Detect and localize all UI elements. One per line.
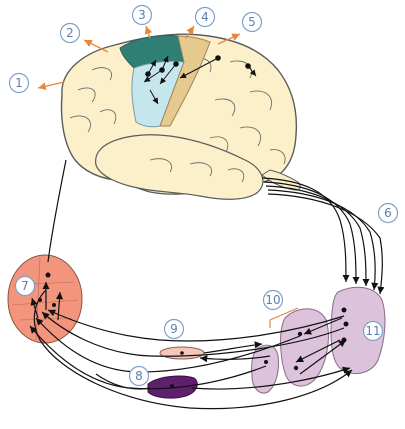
label-badge-circle: [241, 11, 263, 33]
label-badge-1: 1: [8, 72, 30, 94]
label-badge-2: 2: [59, 22, 81, 44]
label-number: 11: [365, 324, 380, 338]
label-number: 10: [265, 293, 280, 307]
nucleus-7: [7, 254, 83, 344]
label-badge-4: 4: [194, 6, 216, 28]
bundle-to-11-b: [263, 181, 360, 285]
label-number: 6: [384, 206, 392, 220]
path-11-to-7-a: [47, 309, 345, 342]
label-badge-circle: [8, 72, 30, 94]
pointer-5: [217, 33, 241, 45]
label-badge-circle: [362, 320, 384, 342]
nucleus-10a: [280, 308, 329, 387]
label-number: 2: [66, 26, 74, 40]
path-11-to-7-b: [41, 311, 345, 357]
label-number: 5: [248, 15, 256, 29]
label-10-bracket: [269, 307, 299, 328]
label-badge-3: 3: [131, 4, 153, 26]
label-badge-6: 6: [377, 202, 399, 224]
temporal-lobe: [95, 134, 264, 200]
label-badge-circle: [163, 318, 185, 340]
label-badge-circle: [128, 365, 150, 387]
pointer-4: [185, 25, 195, 39]
bundle-to-11-a: [261, 177, 350, 283]
nuclei: [7, 254, 386, 399]
path-10-to-9: [199, 355, 271, 363]
number-badges: 1 2 3 4 5 6 7 8 9 10 11: [8, 4, 399, 387]
path-11-to-10b: [295, 339, 341, 363]
label-badge-circle: [14, 275, 36, 297]
path-10-to-11: [299, 339, 347, 375]
pointer-1: [37, 81, 65, 91]
path-9-to-10: [203, 341, 263, 354]
label-number: 8: [135, 369, 143, 383]
label-pointer-arrows: [37, 25, 241, 91]
cortex-to-7: [47, 159, 67, 263]
nucleus-neurons: [38, 272, 349, 388]
bundle-to-11-c: [265, 185, 370, 287]
label-number: 3: [138, 8, 146, 22]
label-badge-11: 11: [362, 320, 384, 342]
path-8-to-11: [191, 366, 351, 390]
bundle-to-11-d: [267, 189, 379, 291]
label-badge-8: 8: [128, 365, 150, 387]
brain: [60, 33, 301, 200]
label-badge-circle: [194, 6, 216, 28]
label-badge-circle: [262, 289, 284, 311]
inner-7-c: [55, 291, 64, 321]
pathway-lines: [29, 159, 385, 410]
bundle-to-11-e: [267, 193, 385, 295]
label-number: 9: [170, 322, 178, 336]
pointer-2: [83, 39, 109, 53]
inner-7-b: [30, 297, 39, 319]
label-number: 4: [201, 10, 209, 24]
label-badge-7: 7: [14, 275, 36, 297]
label-badge-circle: [377, 202, 399, 224]
label-badge-circle: [131, 4, 153, 26]
pointer-3: [144, 25, 153, 39]
cortical-neurons: [145, 55, 251, 77]
label-number: 7: [21, 279, 29, 293]
cortical-arrows: [143, 55, 257, 105]
label-badge-10: 10: [262, 289, 284, 311]
label-badge-9: 9: [163, 318, 185, 340]
brain-sulci: [69, 58, 286, 183]
path-8-out: [95, 373, 151, 390]
region-tan: [159, 35, 211, 127]
path-7-loop: [33, 289, 353, 410]
label-badge-circle: [59, 22, 81, 44]
path-11-to-10: [303, 317, 343, 335]
label-badge-5: 5: [241, 11, 263, 33]
label-number: 1: [15, 76, 23, 90]
